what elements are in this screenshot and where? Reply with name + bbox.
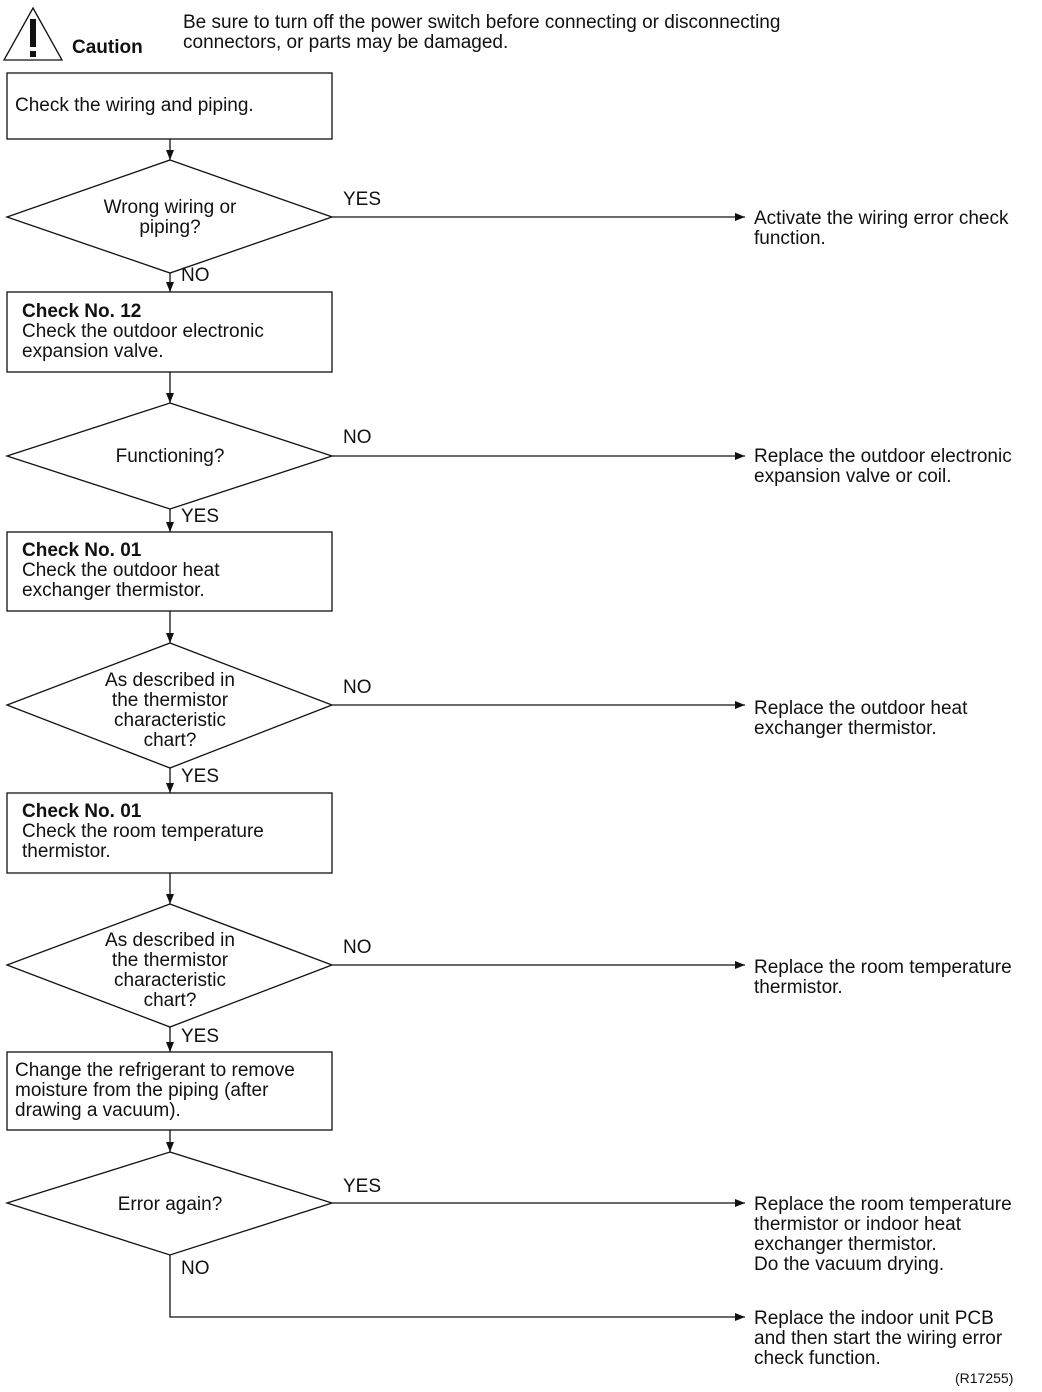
result-replace-room-thermistor: Replace the room temperature thermistor. [754,957,1012,998]
caution-exclamation-dot [30,51,36,57]
result-replace-outdoor-thermistor: Replace the outdoor heat exchanger therm… [754,698,968,739]
label-no-4: NO [343,937,372,958]
step-check-no-12-title: Check No. 12 [22,301,142,322]
caution-label: Caution [72,37,143,58]
label-yes-4: YES [181,1026,220,1047]
decision-thermistor-chart-1-text: As described in the thermistor character… [105,670,235,751]
caution-exclamation-bar [30,19,36,47]
step-check-no-12-text: Check the outdoor electronic expansion v… [22,321,264,362]
decision-thermistor-chart-2-text: As described in the thermistor character… [105,930,235,1011]
label-yes-3: YES [181,766,220,787]
result-replace-indoor-pcb: Replace the indoor unit PCB and then sta… [754,1308,1003,1369]
label-yes-5: YES [343,1176,382,1197]
step-check-no-01-outdoor-text: Check the outdoor heat exchanger thermis… [22,560,220,601]
step-check-no-01-outdoor-title: Check No. 01 [22,540,142,561]
label-no-3: NO [343,677,372,698]
label-no-1: NO [181,265,210,286]
decision-wrong-wiring-text: Wrong wiring or piping? [103,197,237,238]
decision-error-again-text: Error again? [117,1194,223,1215]
result-replace-expansion-valve: Replace the outdoor electronic expansion… [754,446,1012,487]
step-change-refrigerant-text: Change the refrigerant to remove moistur… [15,1060,295,1121]
result-replace-thermistor-vacuum-drying: Replace the room temperature thermistor … [754,1194,1012,1275]
step-check-no-01-room-text: Check the room temperature thermistor. [22,821,264,862]
step-check-no-01-room-title: Check No. 01 [22,801,142,822]
caution-icon [2,6,64,61]
figure-code: (R17255) [955,1370,1014,1386]
caution-text: Be sure to turn off the power switch bef… [183,12,781,53]
label-no-2: NO [343,427,372,448]
result-activate-wiring-check: Activate the wiring error check function… [754,208,1009,249]
decision-functioning-text: Functioning? [115,446,225,467]
label-yes-2: YES [181,506,220,527]
label-yes-1: YES [343,189,382,210]
label-no-5: NO [181,1258,210,1279]
step-check-wiring-text: Check the wiring and piping. [15,95,254,116]
